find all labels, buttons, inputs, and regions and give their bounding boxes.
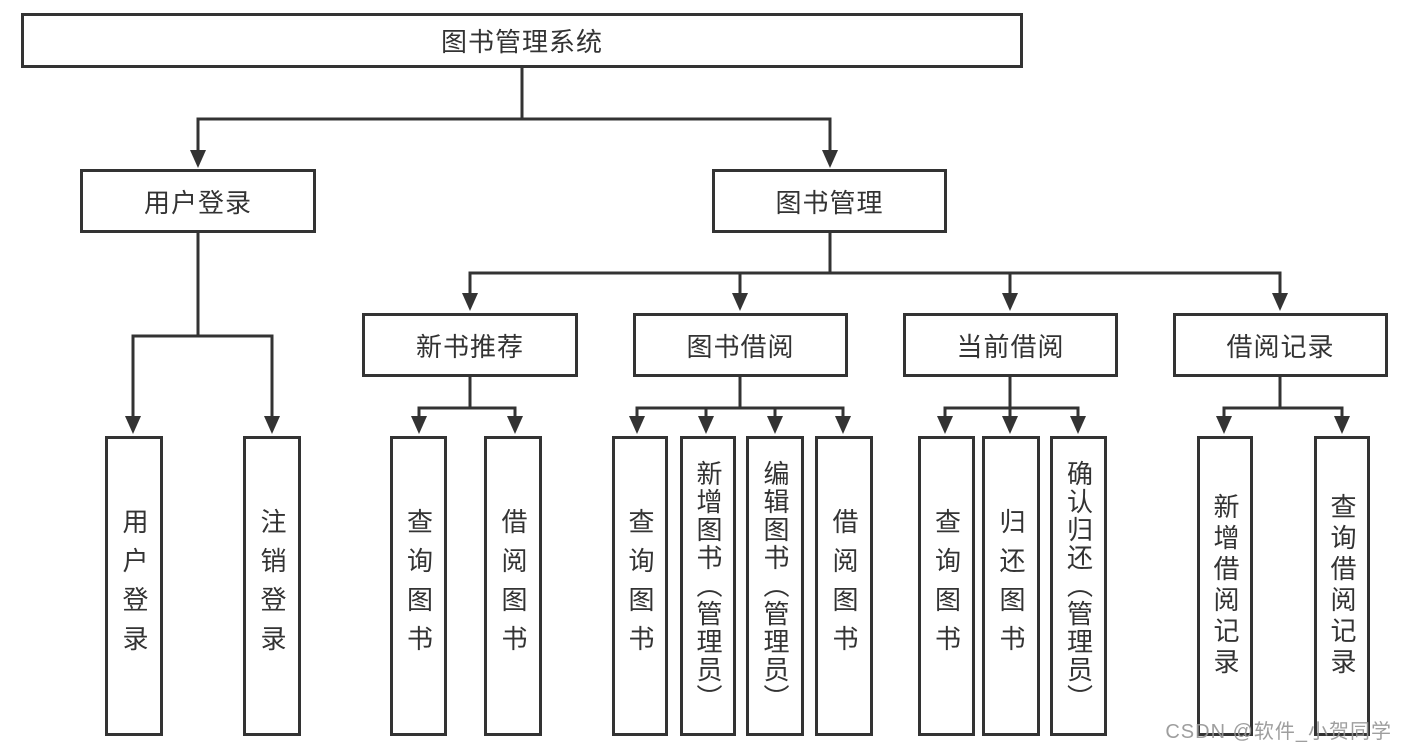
leaf-user-login: 用户登录 xyxy=(105,436,163,736)
node-borrow-records: 借阅记录 xyxy=(1173,313,1388,377)
leaf-borrow-books-borrow: 借阅图书 xyxy=(815,436,873,736)
edge-borrow-branch xyxy=(635,406,845,421)
leaf-confirm-return-admin-label: 确认归还（管理员） xyxy=(1063,460,1094,712)
node-book-borrow-label: 图书借阅 xyxy=(686,331,795,362)
node-new-book-recommend-label: 新书推荐 xyxy=(415,331,524,362)
leaf-edit-book-admin: 编辑图书（管理员） xyxy=(746,436,804,736)
leaf-query-books-newrec: 查询图书 xyxy=(390,436,447,736)
leaf-add-borrow-record-label: 新增借阅记录 xyxy=(1210,493,1240,679)
edge-records-branch xyxy=(1222,406,1344,421)
leaf-logout-login-label: 注销登录 xyxy=(257,508,287,664)
leaf-add-book-admin: 新增图书（管理员） xyxy=(680,436,736,736)
node-book-borrow: 图书借阅 xyxy=(633,313,848,377)
leaf-return-book-label: 归还图书 xyxy=(996,508,1026,664)
leaf-borrow-books-newrec-label: 借阅图书 xyxy=(498,508,528,664)
leaf-query-books-current: 查询图书 xyxy=(918,436,975,736)
leaf-query-borrow-record-label: 查询借阅记录 xyxy=(1327,493,1357,679)
leaf-query-borrow-record: 查询借阅记录 xyxy=(1314,436,1370,736)
edge-userlogin-branch xyxy=(131,334,274,420)
leaf-confirm-return-admin: 确认归还（管理员） xyxy=(1050,436,1107,736)
edge-bookmgmt-branch xyxy=(468,271,1282,297)
node-current-borrow: 当前借阅 xyxy=(903,313,1118,377)
leaf-query-books-borrow: 查询图书 xyxy=(612,436,668,736)
node-current-borrow-label: 当前借阅 xyxy=(956,331,1065,362)
node-library-system: 图书管理系统 xyxy=(21,13,1023,68)
node-user-login-label: 用户登录 xyxy=(143,187,252,218)
leaf-query-books-current-label: 查询图书 xyxy=(931,508,962,664)
leaf-add-borrow-record: 新增借阅记录 xyxy=(1197,436,1253,736)
node-book-management-label: 图书管理 xyxy=(775,187,884,218)
leaf-edit-book-admin-label: 编辑图书（管理员） xyxy=(760,460,790,712)
leaf-user-login-label: 用户登录 xyxy=(119,508,149,664)
leaf-return-book: 归还图书 xyxy=(982,436,1040,736)
leaf-logout-login: 注销登录 xyxy=(243,436,301,736)
leaf-query-books-borrow-label: 查询图书 xyxy=(625,508,655,664)
leaf-add-book-admin-label: 新增图书（管理员） xyxy=(693,460,723,712)
node-library-system-label: 图书管理系统 xyxy=(440,27,603,57)
node-new-book-recommend: 新书推荐 xyxy=(362,313,578,377)
node-borrow-records-label: 借阅记录 xyxy=(1226,331,1335,362)
csdn-watermark: CSDN @软件_小贺同学 xyxy=(1165,721,1392,743)
node-book-management: 图书管理 xyxy=(712,169,947,233)
edge-root-branch xyxy=(196,117,832,153)
leaf-query-books-newrec-label: 查询图书 xyxy=(403,508,434,664)
leaf-borrow-books-newrec: 借阅图书 xyxy=(484,436,542,736)
edge-newrec-branch xyxy=(417,406,517,421)
node-user-login: 用户登录 xyxy=(80,169,316,233)
edge-current-branch xyxy=(943,406,1080,421)
leaf-borrow-books-borrow-label: 借阅图书 xyxy=(829,508,859,664)
